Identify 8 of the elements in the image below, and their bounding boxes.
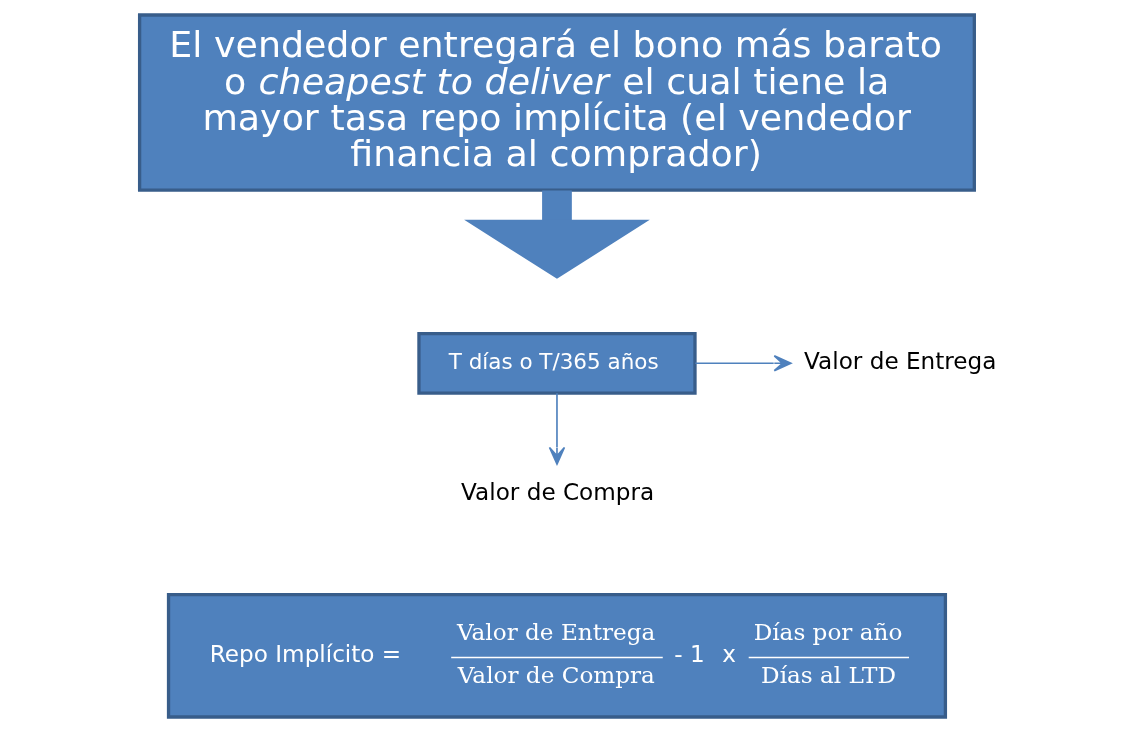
node-box: T días o T/365 años	[416, 331, 697, 395]
arrow	[463, 190, 650, 279]
arrow	[693, 355, 792, 372]
arrow	[548, 392, 565, 465]
node-text: Valor de Entrega	[803, 348, 996, 375]
node-text: Valor de Compra	[460, 478, 654, 505]
node-box: El vendedor entregará el bono más barato o cheapest to deliver el cual tiene la mayor tasa repo implícita (el vendedor financia al comprador)	[137, 13, 976, 192]
node-box: Repo Implícito = Valor de Entrega - 1 x Días por año Valor de Compra Días al LTD	[166, 593, 947, 719]
